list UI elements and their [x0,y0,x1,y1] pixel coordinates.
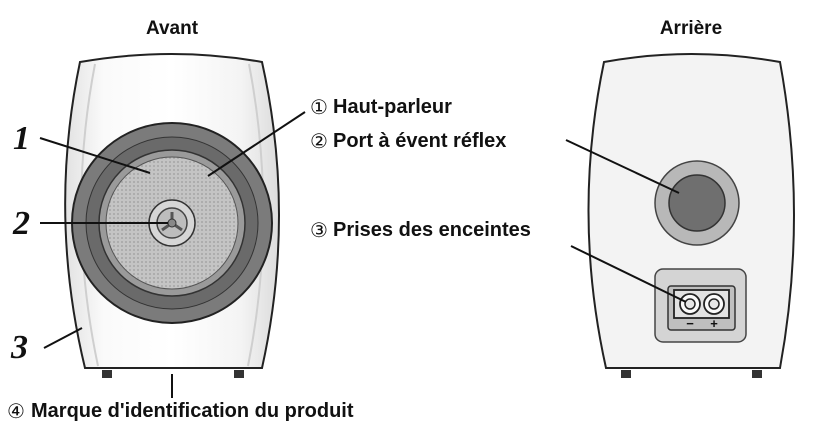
front-foot-left [102,370,112,378]
front-number-1: 1 [13,120,30,157]
driver-phase-plug-center [167,218,177,228]
rear-foot-right [752,370,762,378]
callout-3-text: Prises des enceintes [333,219,531,241]
front-foot-right [234,370,244,378]
terminal-positive-inner [708,298,720,310]
front-speaker [64,53,280,398]
callout-2-text: Port à évent réflex [333,130,506,152]
rear-speaker: − + [587,53,795,378]
front-number-3: 3 [10,329,28,366]
terminal-positive-sign: + [710,316,718,331]
rear-view-title: Arrière [660,18,722,39]
terminal-negative-inner [684,298,696,310]
leader-callout-3 [570,245,687,303]
front-number-2: 2 [12,205,30,242]
reflex-port [668,174,726,232]
leader-callout-2 [565,139,680,194]
leader-callout-1 [207,111,306,177]
callout-4-text: Marque d'identification du produit [31,400,354,422]
front-view-title: Avant [146,18,199,39]
callout-1-marker: ① [310,95,328,119]
callout-2-marker: ② [310,129,328,153]
callout-4-marker: ④ [7,399,25,423]
callout-3-marker: ③ [310,218,328,242]
rear-foot-left [621,370,631,378]
terminal-negative-sign: − [686,316,694,331]
callout-1-text: Haut-parleur [333,96,452,118]
leader-front-3 [43,327,83,349]
leader-front-1 [39,137,151,174]
